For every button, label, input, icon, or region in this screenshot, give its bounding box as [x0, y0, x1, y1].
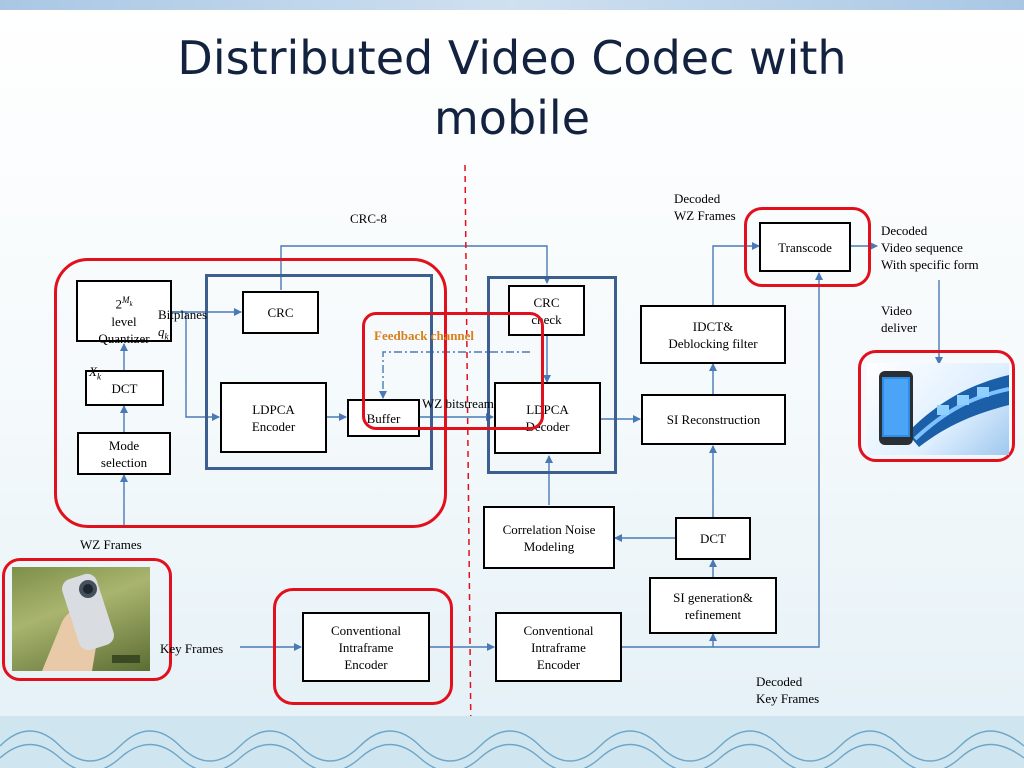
quantizer-exp: M	[121, 295, 130, 306]
ldpca-encoder-block: LDPCA Encoder	[220, 382, 327, 453]
ring-encoder-cluster	[54, 258, 447, 528]
dct-encoder-block: DCT	[85, 370, 164, 406]
dct-decoder-block: DCT	[675, 517, 751, 560]
label-bitplanes: Bitplanes qk	[158, 289, 207, 346]
title-line-2: mobile	[433, 91, 590, 145]
encoder-frame	[205, 274, 433, 470]
intra-decoder-block: Conventional Intraframe Encoder	[495, 612, 622, 682]
feedback-line	[379, 351, 530, 399]
transcode-block: Transcode	[759, 222, 851, 272]
ring-intra-encoder	[273, 588, 453, 705]
encoder-decoder-divider	[464, 164, 472, 739]
x-sub: k	[96, 371, 101, 382]
arrow-intradec-to-transcode	[713, 272, 823, 648]
wave-pattern-decoration	[0, 716, 1024, 768]
label-decoded-key: Decoded Key Frames	[756, 674, 820, 706]
mode-selection-block: Mode selection	[77, 432, 171, 475]
ring-phone	[858, 350, 1015, 462]
label-decoded-video: Decoded Video sequence With specific for…	[881, 223, 979, 272]
q-symbol: q	[158, 324, 165, 339]
quantizer-power: 2	[115, 296, 122, 312]
camera-icon	[42, 573, 140, 671]
label-key-frames: Key Frames	[160, 641, 224, 656]
si-generation-block: SI generation& refinement	[649, 577, 777, 634]
label-feedback-channel: Feedback channel	[374, 328, 475, 343]
ring-camera	[2, 558, 172, 681]
camera-photo	[12, 567, 150, 671]
phone-photo	[867, 363, 1009, 455]
ring-feedback	[362, 312, 544, 430]
ring-transcode	[744, 207, 871, 287]
slide-title: Distributed Video Codec with mobile	[0, 28, 1024, 148]
quantizer-block: 2Mk level Quantizer	[76, 280, 172, 346]
arrow-idct-to-transcode	[712, 242, 760, 305]
top-accent-bar	[0, 0, 1024, 10]
correlation-noise-block: Correlation Noise Modeling	[483, 506, 615, 569]
x-symbol: X	[89, 364, 97, 379]
quantizer-label: level Quantizer	[98, 313, 150, 346]
smartphone-icon	[879, 371, 1009, 447]
crc8-line	[280, 245, 551, 290]
buffer-block: Buffer	[347, 399, 420, 437]
arrow-quantizer-to-ldpca	[172, 311, 220, 421]
crc-block: CRC	[242, 291, 319, 334]
label-decoded-wz: Decoded WZ Frames	[674, 191, 736, 223]
si-reconstruction-block: SI Reconstruction	[641, 394, 786, 445]
arrow-intradec-to-sigen	[622, 633, 717, 648]
bitplanes-text: Bitplanes	[158, 307, 208, 322]
idct-block: IDCT& Deblocking filter	[640, 305, 786, 364]
ldpca-decoder-block: LDPCA Decoder	[494, 382, 601, 454]
title-line-1: Distributed Video Codec with	[177, 31, 847, 85]
label-video-deliver: Video deliver	[881, 303, 918, 335]
quantizer-exp-sub: k	[129, 299, 133, 308]
label-wz-bitstream: WZ bitstream	[422, 396, 494, 411]
q-sub: k	[164, 331, 169, 342]
crc-check-block: CRC check	[508, 285, 585, 336]
decoder-frame	[487, 276, 617, 474]
intra-encoder-block: Conventional Intraframe Encoder	[302, 612, 430, 682]
label-crc8: CRC-8	[350, 211, 387, 226]
label-xk: Xk	[89, 346, 101, 386]
label-wz-frames: WZ Frames	[80, 537, 142, 552]
